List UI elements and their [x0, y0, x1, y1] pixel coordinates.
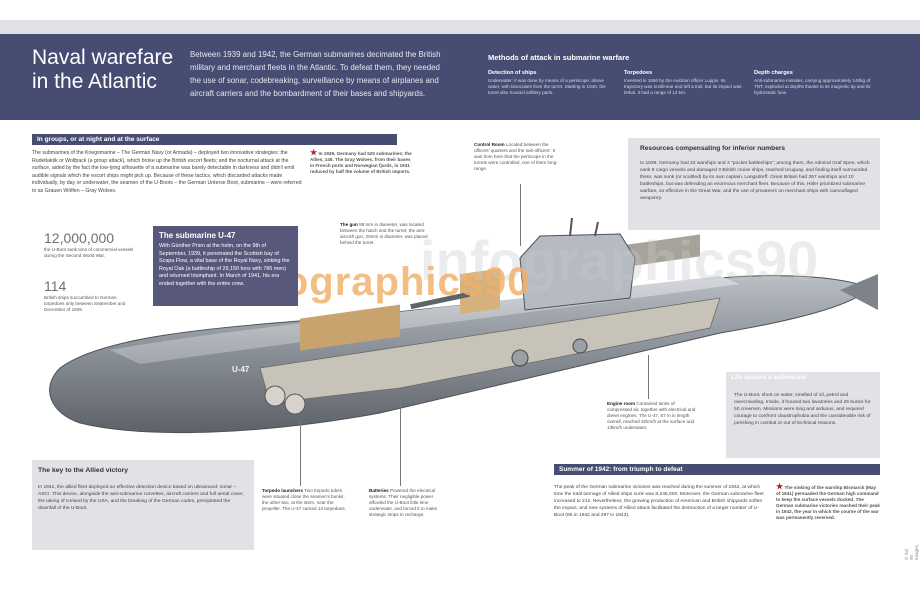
- method-depth-charges: Depth charges Anti-submarine missiles, c…: [754, 70, 872, 96]
- star-icon: ★: [776, 482, 784, 491]
- header-band: [0, 34, 920, 120]
- callout-label: Control Room: [474, 142, 505, 147]
- method-detection: Detection of ships Underwater: it was do…: [488, 70, 606, 96]
- method-label: Depth charges: [754, 70, 793, 76]
- stern-fin: [840, 274, 878, 310]
- method-label: Detection of ships: [488, 70, 537, 76]
- bunk-section: [300, 304, 400, 351]
- page-title: Naval warefare in the Atlantic: [32, 46, 174, 93]
- life-text: The U-Boot, short on water, smelled of o…: [734, 393, 871, 426]
- callout-text: Two torpedo tubes were situated close th…: [262, 488, 346, 511]
- callout-engine-room: Engine room Contained tanks of compresse…: [607, 401, 697, 431]
- note-bismarck: ★ The sinking of the warship Bismarck (M…: [776, 482, 880, 521]
- note-1939: ★ In 1939, Germany had 525 submarines; t…: [310, 148, 414, 175]
- methods-title: Methods of attack in submarine warfare: [488, 53, 630, 62]
- stat-ships-value: 114: [44, 278, 67, 294]
- callout-text: Contained tanks of compressed air, toget…: [607, 401, 696, 430]
- method-label: Torpedoes: [624, 70, 653, 76]
- callout-label: Torpedo launchers: [262, 488, 304, 493]
- top-margin: [0, 0, 920, 20]
- stat-tons-value: 12,000,000: [44, 230, 115, 246]
- groups-heading: In groups, or at night and at the surfac…: [32, 134, 397, 145]
- note-bismarck-text: The sinking of the warship Bismarck (May…: [776, 485, 880, 520]
- callout-text: Powered the electrical systems. Their ne…: [369, 488, 438, 517]
- credit: © Sol 90 Images: [904, 545, 919, 560]
- life-box: [726, 372, 880, 458]
- allied-text: In 1942, the allied fleet deployed an ef…: [38, 485, 244, 511]
- callout-gun: The gun 88 mm in diameter, was located b…: [340, 222, 436, 246]
- periscope: [569, 218, 573, 237]
- callout-label: Engine room: [607, 401, 636, 406]
- callout-control-room: Control Room Located between the officer…: [474, 142, 562, 172]
- allied-heading: The key to the Allied victory: [38, 467, 129, 474]
- stat-tons-text: the U-Boot sank tons of commercial vesse…: [44, 247, 134, 258]
- hull-number: U-47: [232, 365, 250, 374]
- callout-text: Located between the officers' quarters a…: [474, 142, 558, 171]
- top-band: [0, 20, 920, 34]
- leader-line: [400, 400, 401, 486]
- method-text: Anti-submarine missiles, carrying approx…: [754, 78, 871, 95]
- summer-heading: Summer of 1942: from triumph to defeat: [554, 464, 880, 475]
- torpedo-tube-a: [264, 385, 286, 407]
- callout-batteries: Batteries Powered the electrical systems…: [369, 488, 449, 518]
- leader-line: [520, 184, 521, 246]
- summer-text: The peak of the German submarine victori…: [554, 485, 764, 518]
- resources-heading: Resources compensating for inferior numb…: [640, 145, 786, 152]
- leader-line: [300, 420, 301, 486]
- callout-torpedo-launchers: Torpedo launchers Two torpedo tubes were…: [262, 488, 346, 512]
- submarine-illustration: U-47: [49, 218, 878, 434]
- resources-box: [628, 138, 880, 230]
- u47-text: With Günther Prien at the helm, on the 9…: [159, 243, 290, 287]
- note-1939-text: In 1939, Germany had 525 submarines; the…: [310, 151, 412, 174]
- callout-label: The gun: [340, 222, 358, 227]
- life-heading: Life aboard a submarine: [731, 374, 807, 381]
- torpedo-tube-b: [284, 393, 306, 415]
- method-torpedoes: Torpedoes Invented in 1866 by the Austri…: [624, 70, 742, 96]
- intro-text: Between 1939 and 1942, the German submar…: [190, 50, 441, 98]
- allied-box: [32, 460, 254, 550]
- u47-title: The submarine U-47: [159, 231, 236, 240]
- stat-ships-text: British ships succumbed to German torped…: [44, 295, 126, 312]
- conning-tower: [519, 233, 636, 311]
- method-text: Invented in 1866 by the Austrian officer…: [624, 78, 742, 95]
- machinery: [511, 349, 529, 367]
- leader-line: [648, 355, 649, 399]
- cabin-section: [460, 268, 500, 315]
- star-icon: ★: [310, 148, 318, 157]
- machinery: [572, 338, 588, 354]
- groups-text: The submarines of the Kriegsmarine – The…: [32, 150, 302, 194]
- callout-label: Batteries: [369, 488, 389, 493]
- callout-text: 88 mm in diameter, was located between t…: [340, 222, 428, 245]
- periscope: [594, 221, 599, 237]
- deck-gun: [410, 291, 470, 310]
- u47-box: The submarine U-47 With Günther Prien at…: [153, 226, 298, 306]
- watermark-shadow: infographics90: [420, 229, 819, 292]
- method-text: Underwater: it was done by means of a pe…: [488, 78, 606, 95]
- resources-text: In 1939, Germany had 33 warships and 3 "…: [640, 161, 870, 201]
